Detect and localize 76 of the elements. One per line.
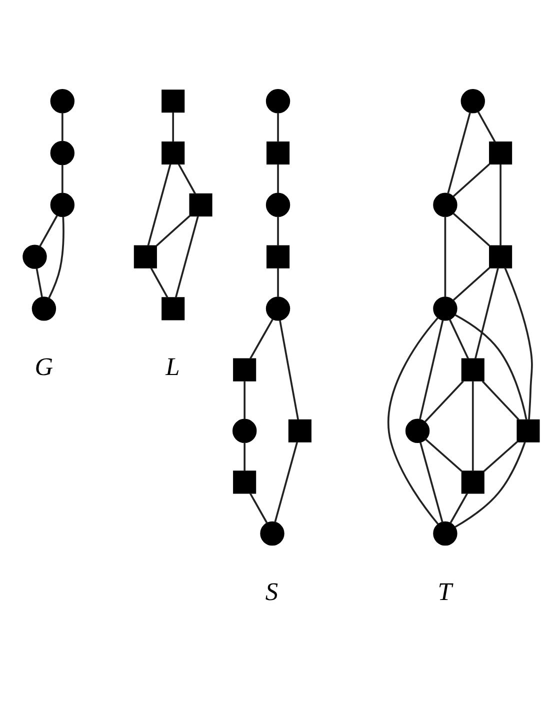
- node-circle: [266, 192, 290, 217]
- connector: [274, 441, 298, 522]
- connector: [482, 380, 520, 420]
- node-circle: [460, 88, 485, 113]
- connector: [244, 442, 246, 471]
- node-circle: [266, 88, 290, 113]
- connector: [448, 318, 470, 359]
- node-box: [266, 141, 290, 164]
- node-circle: [50, 88, 75, 113]
- connector: [277, 216, 279, 246]
- node-circle: [260, 520, 284, 546]
- connector: [61, 164, 64, 193]
- connector: [156, 214, 190, 246]
- connector: [424, 380, 464, 422]
- node-box: [233, 470, 256, 494]
- connector: [277, 164, 279, 193]
- connector: [477, 110, 496, 142]
- connector: [474, 267, 499, 358]
- connector: [483, 440, 518, 472]
- connector: [147, 164, 172, 246]
- node-circle: [433, 296, 458, 320]
- connector: [48, 216, 64, 298]
- node-circle: [433, 520, 458, 546]
- node-box: [489, 244, 512, 268]
- connector: [452, 163, 490, 197]
- label: G: [34, 352, 54, 381]
- label: L: [166, 352, 180, 381]
- node-circle: [50, 140, 75, 165]
- connector: [39, 214, 58, 246]
- connector: [388, 316, 439, 524]
- connector: [279, 320, 299, 420]
- node-circle: [232, 418, 257, 443]
- node-box: [288, 418, 312, 442]
- connector: [418, 319, 444, 420]
- node-box: [162, 296, 185, 320]
- connector: [454, 441, 526, 528]
- connector: [504, 266, 533, 420]
- connector: [425, 438, 462, 472]
- node-circle: [266, 296, 290, 320]
- node-box: [233, 358, 256, 381]
- connector: [500, 164, 502, 246]
- connector: [277, 112, 279, 142]
- connector: [150, 267, 168, 298]
- node-circle: [22, 244, 47, 268]
- connector: [452, 266, 490, 300]
- node-box: [134, 244, 157, 268]
- node-circle: [32, 296, 56, 320]
- connector: [250, 318, 274, 358]
- connector: [450, 492, 468, 524]
- connector: [420, 442, 444, 522]
- node-box: [162, 141, 185, 164]
- connector: [249, 492, 268, 524]
- node-circle: [405, 418, 430, 443]
- connector: [472, 380, 474, 471]
- connector: [172, 112, 174, 142]
- connector: [244, 380, 246, 419]
- connector: [61, 112, 64, 141]
- node-box: [461, 358, 484, 381]
- node-box: [189, 192, 212, 216]
- label: S: [265, 577, 278, 606]
- connector: [36, 268, 43, 297]
- node-box: [162, 89, 185, 112]
- node-circle: [433, 192, 458, 217]
- connector: [444, 216, 446, 296]
- connector: [447, 112, 472, 194]
- connector: [174, 215, 199, 298]
- node-box: [461, 470, 484, 494]
- connector: [452, 212, 490, 246]
- node-box: [516, 418, 540, 442]
- label: T: [438, 577, 452, 606]
- connector: [277, 267, 279, 296]
- connector: [178, 163, 196, 194]
- node-circle: [50, 192, 75, 217]
- node-box: [266, 244, 290, 268]
- connector: [454, 314, 528, 420]
- node-box: [489, 141, 512, 164]
